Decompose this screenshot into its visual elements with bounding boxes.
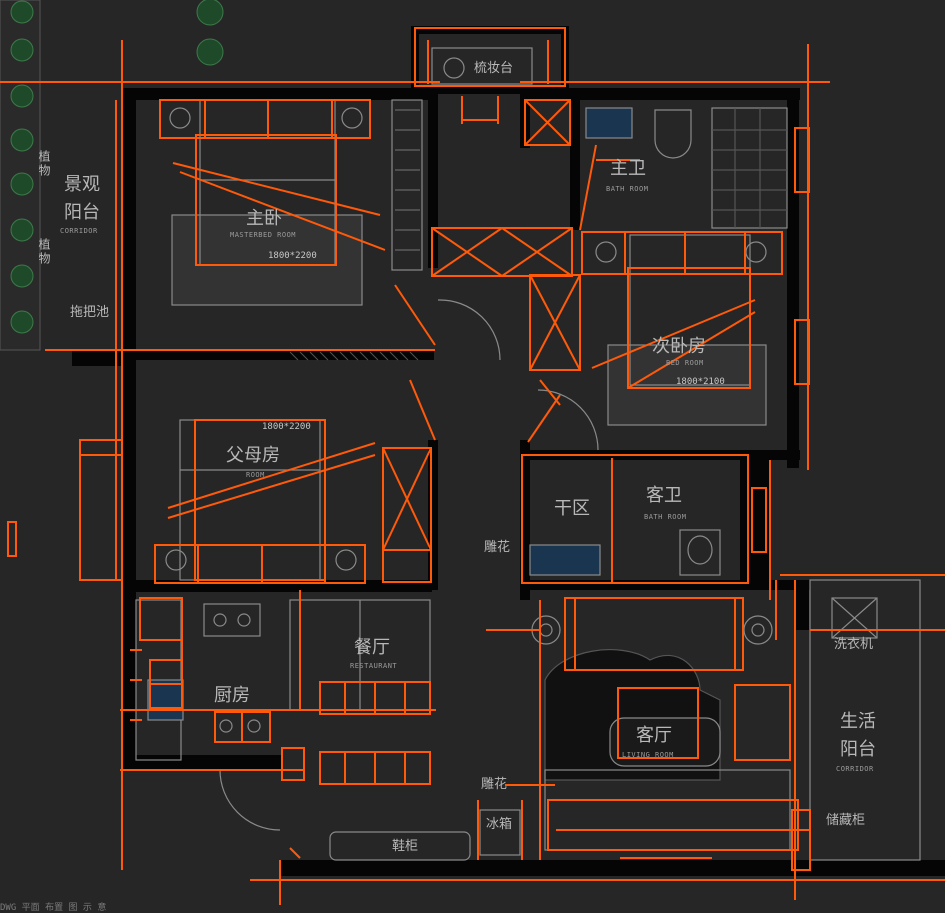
label-fridge: 冰箱 bbox=[486, 817, 513, 832]
room-label-view-balcony-2: 阳台 bbox=[64, 202, 100, 223]
bed-size-second: 1800*2100 bbox=[676, 377, 725, 387]
label-plants-2: 植物 bbox=[37, 238, 51, 266]
room-label-view-balcony-en: CORRIDOR bbox=[60, 227, 98, 235]
markup-lines bbox=[0, 27, 945, 905]
room-label-dining-en: RESTAURANT bbox=[350, 662, 398, 670]
bed-size-parents: 1800*2200 bbox=[262, 422, 311, 432]
room-label-parents: 父母房 bbox=[226, 445, 280, 466]
room-label-dry-area: 干区 bbox=[554, 498, 590, 519]
label-storage: 储藏柜 bbox=[826, 813, 866, 828]
room-label-second-bedroom-en: BED ROOM bbox=[666, 359, 704, 367]
label-carving-2: 雕花 bbox=[481, 777, 508, 792]
room-label-parents-en: ROOM bbox=[246, 471, 265, 479]
label-carving-1: 雕花 bbox=[484, 540, 511, 555]
label-plants-1: 植物 bbox=[37, 150, 51, 178]
room-label-guest-bath: 客卫 bbox=[646, 485, 682, 506]
room-label-guest-bath-en: BATH ROOM bbox=[644, 513, 687, 521]
walls bbox=[72, 26, 945, 876]
room-label-master-bedroom-en: MASTERBED ROOM bbox=[230, 231, 297, 239]
plant-strip bbox=[0, 0, 224, 351]
label-washer: 洗衣机 bbox=[834, 637, 874, 652]
room-label-second-bedroom: 次卧房 bbox=[652, 336, 706, 357]
room-label-living: 客厅 bbox=[636, 725, 672, 746]
footer-caption: DWG 平面 布置 图 示 意 bbox=[0, 903, 107, 913]
room-label-kitchen: 厨房 bbox=[214, 685, 250, 706]
room-label-living-en: LIVING ROOM bbox=[622, 751, 674, 759]
label-mop-pool: 拖把池 bbox=[70, 305, 110, 320]
room-label-life-balcony-en: CORRIDOR bbox=[836, 765, 874, 773]
label-shoe-cabinet: 鞋柜 bbox=[392, 839, 419, 854]
bed-size-master: 1800*2200 bbox=[268, 251, 317, 261]
hatch bbox=[289, 351, 419, 361]
room-label-view-balcony-1: 景观 bbox=[64, 174, 100, 195]
room-label-master-bedroom: 主卧 bbox=[246, 208, 282, 229]
label-vanity: 梳妆台 bbox=[474, 61, 514, 76]
room-label-dining: 餐厅 bbox=[354, 637, 390, 658]
room-label-life-balcony-1: 生活 bbox=[840, 711, 876, 732]
room-label-master-bath: 主卫 bbox=[610, 158, 646, 179]
room-label-life-balcony-2: 阳台 bbox=[840, 739, 876, 760]
room-label-master-bath-en: BATH ROOM bbox=[606, 185, 649, 193]
